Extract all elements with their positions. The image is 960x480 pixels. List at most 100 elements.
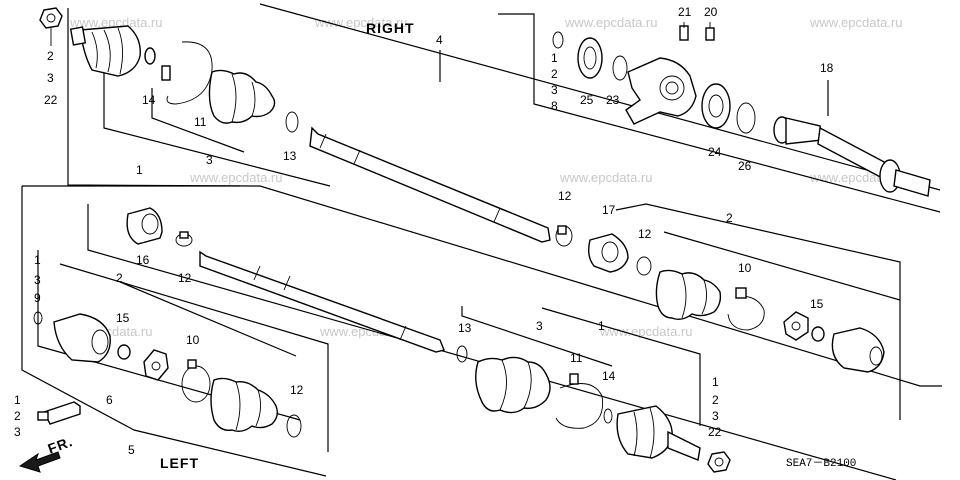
mid-inboard-joint [831,327,885,373]
watermark-text: www.epcdata.ru [599,324,693,339]
callout-number: 14 [142,93,156,107]
callout-number: 4 [436,33,443,47]
callout-number: 2 [47,49,54,63]
right-bearing-support [625,57,697,125]
callout-number: 11 [194,115,207,129]
callout-number: 22 [44,93,58,107]
watermark-text: www.epcdata.ru [564,15,658,30]
right-boot [208,69,276,124]
callout-number: 1 [712,375,719,389]
left-spider [143,349,169,381]
left-spindle-nut [707,451,731,473]
callout-number: 14 [602,369,616,383]
left-outer-band [555,383,604,429]
callout-number: 2 [726,211,733,225]
callout-number: 1 [136,163,143,177]
callout-number: 25 [580,93,594,107]
callout-number: 2 [116,271,123,285]
diagram-code: SEA7－B2100 [786,458,856,470]
front-arrow-icon [18,451,61,473]
right-outer-cv-joint [69,25,141,77]
callout-number: 20 [704,5,718,19]
callout-number: 3 [536,319,543,333]
left-outer-cv-joint [616,405,701,461]
callout-number: 26 [738,159,752,173]
left-inner-boot [210,377,279,433]
left-outer-bracket-2 [541,307,701,426]
watermark-text: www.epcdata.ru [314,15,408,30]
right-knuckle-bracket [498,13,941,213]
right-snap-ring [612,55,628,81]
left-dynamic-damper [126,207,163,245]
left-stop-ring [117,344,131,360]
left-assembly-bracket [87,204,897,480]
callout-number: 3 [47,71,54,85]
callout-number: 3 [206,153,213,167]
callout-number: 12 [558,189,572,203]
left-band-clip [187,359,197,369]
mid-spider [783,311,809,341]
left-outer-set-ring [603,408,613,424]
left-inner-boot-clamp [286,414,302,438]
callout-number: 12 [638,227,652,241]
watermark-text: www.epcdata.ru [189,170,283,185]
mid-inner-bracket [663,231,901,301]
callout-number: 2 [551,67,558,81]
mid-clamp-12b [636,256,652,276]
callout-number: 11 [570,351,583,365]
callout-number: 13 [283,149,297,163]
callout-number: 1 [14,393,21,407]
left-inner-boot-band [181,365,211,403]
callout-number: 22 [708,425,722,439]
left-shaft [199,250,445,353]
right-bolt-20 [705,27,715,41]
right-spindle-nut [39,7,63,29]
watermark-text: www.epcdata.ru [69,15,163,30]
callout-number: 3 [34,273,41,287]
callout-number: 15 [810,297,824,311]
mid-damper-17 [587,233,629,273]
right-circlip [552,31,564,49]
grease-tube-icon [37,401,81,425]
callout-number: 12 [178,271,192,285]
mid-band-clip [735,287,747,299]
left-set-ring [33,311,43,325]
callout-number: 1 [34,253,41,267]
callout-number: 13 [458,321,472,335]
left-outer-band-clip [569,373,579,385]
mid-clamp-12a [555,225,573,247]
right-bearing [701,83,731,129]
mid-boot [655,269,722,321]
left-inner-bracket [119,281,297,357]
callout-number: 5 [128,443,135,457]
callout-number: 12 [290,383,304,397]
front-arrow-label: FR. [46,433,75,457]
callout-number: 3 [712,409,719,423]
right-shaft [309,126,551,243]
mid-bracket [615,203,901,420]
right-boot-band [166,41,213,105]
callout-number: 1 [551,51,558,65]
callout-number: 6 [106,393,113,407]
left-assembly-outline [21,186,327,477]
right-boot-bracket [151,88,245,153]
left-damper-clamp [175,231,193,247]
right-inboard-bracket [103,58,331,187]
right-dust-seal [577,37,603,79]
callout-number: 3 [551,83,558,97]
right-assembly-outline [67,8,942,387]
left-inboard-joint [53,313,111,363]
callout-number: 21 [678,5,692,19]
watermark-text: www.epcdata.ru [809,15,903,30]
watermark-text: www.epcdata.ru [559,170,653,185]
left-section-label: LEFT [160,455,199,471]
callout-number: 3 [14,425,21,439]
left-outer-circlip [456,345,468,363]
callout-number: 2 [14,409,21,423]
right-assembly-top-edge [259,3,941,191]
callout-number: 10 [738,261,752,275]
right-section-label: RIGHT [366,20,415,36]
callout-number: 9 [34,291,41,305]
